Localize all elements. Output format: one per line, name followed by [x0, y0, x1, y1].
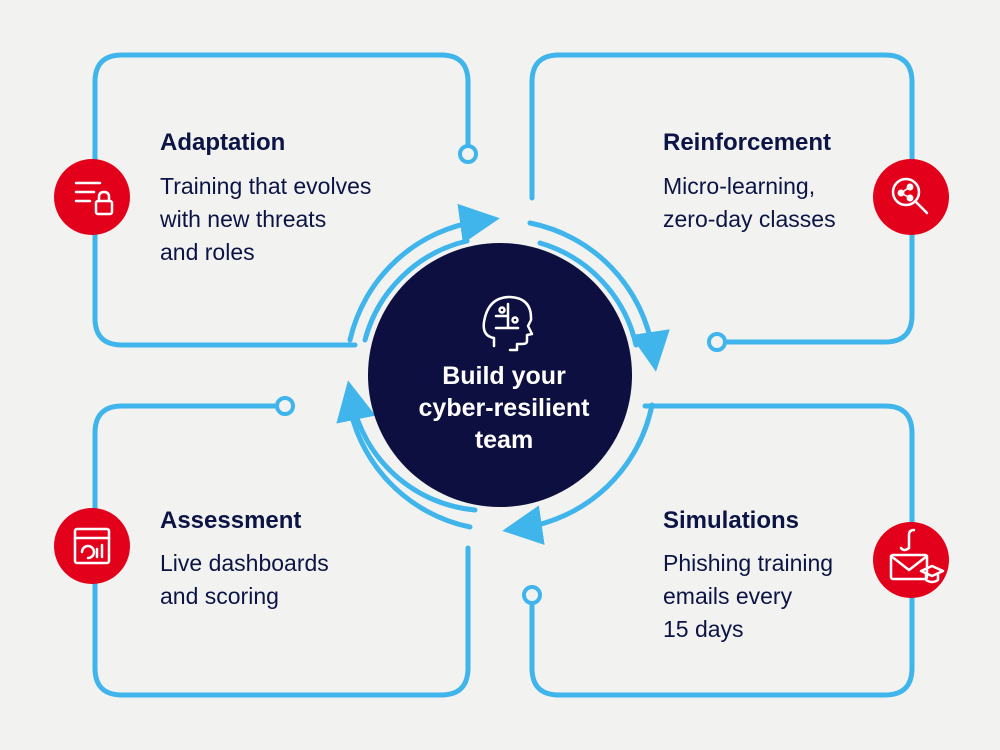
- simulations-description: Phishing training emails every 15 days: [663, 550, 834, 642]
- dashboard-chart-icon: [73, 527, 111, 565]
- head-puzzle-icon: [482, 295, 534, 352]
- assessment-title: Assessment: [160, 507, 302, 534]
- cycle-arc-top: [347, 203, 500, 343]
- inner-arc-left: [336, 380, 478, 513]
- envelope-hook-icon: [889, 528, 945, 584]
- assessment-description: Live dashboards and scoring: [160, 550, 329, 609]
- reinforcement-description: Micro-learning, zero-day classes: [663, 173, 836, 232]
- adaptation-title: Adaptation: [160, 129, 286, 156]
- ring-reinforcement: [707, 332, 727, 352]
- ring-simulations: [522, 585, 542, 605]
- frame-adaptation: [92, 52, 471, 348]
- inner-arc-top: [362, 238, 470, 343]
- reinforcement-title: Reinforcement: [663, 129, 832, 156]
- frame-simulations: [529, 403, 915, 698]
- cycle-arc-bottom: [502, 402, 655, 545]
- simulations-title: Simulations: [663, 507, 800, 534]
- frame-assessment: [92, 403, 471, 698]
- simulations-badge: [873, 522, 949, 598]
- cycle-arc-right: [527, 220, 670, 372]
- magnifier-share-icon: [891, 177, 929, 215]
- adaptation-badge: [54, 159, 130, 235]
- ring-assessment: [275, 396, 295, 416]
- adaptation-description: Training that evolves with new threats a…: [160, 173, 372, 265]
- center-circle: [368, 243, 632, 507]
- frame-reinforcement: [529, 52, 915, 345]
- inner-arc-right: [537, 240, 639, 348]
- list-lock-icon: [74, 181, 114, 216]
- center-title: Build your cyber-resilient team: [418, 362, 590, 454]
- ring-adaptation: [458, 144, 478, 164]
